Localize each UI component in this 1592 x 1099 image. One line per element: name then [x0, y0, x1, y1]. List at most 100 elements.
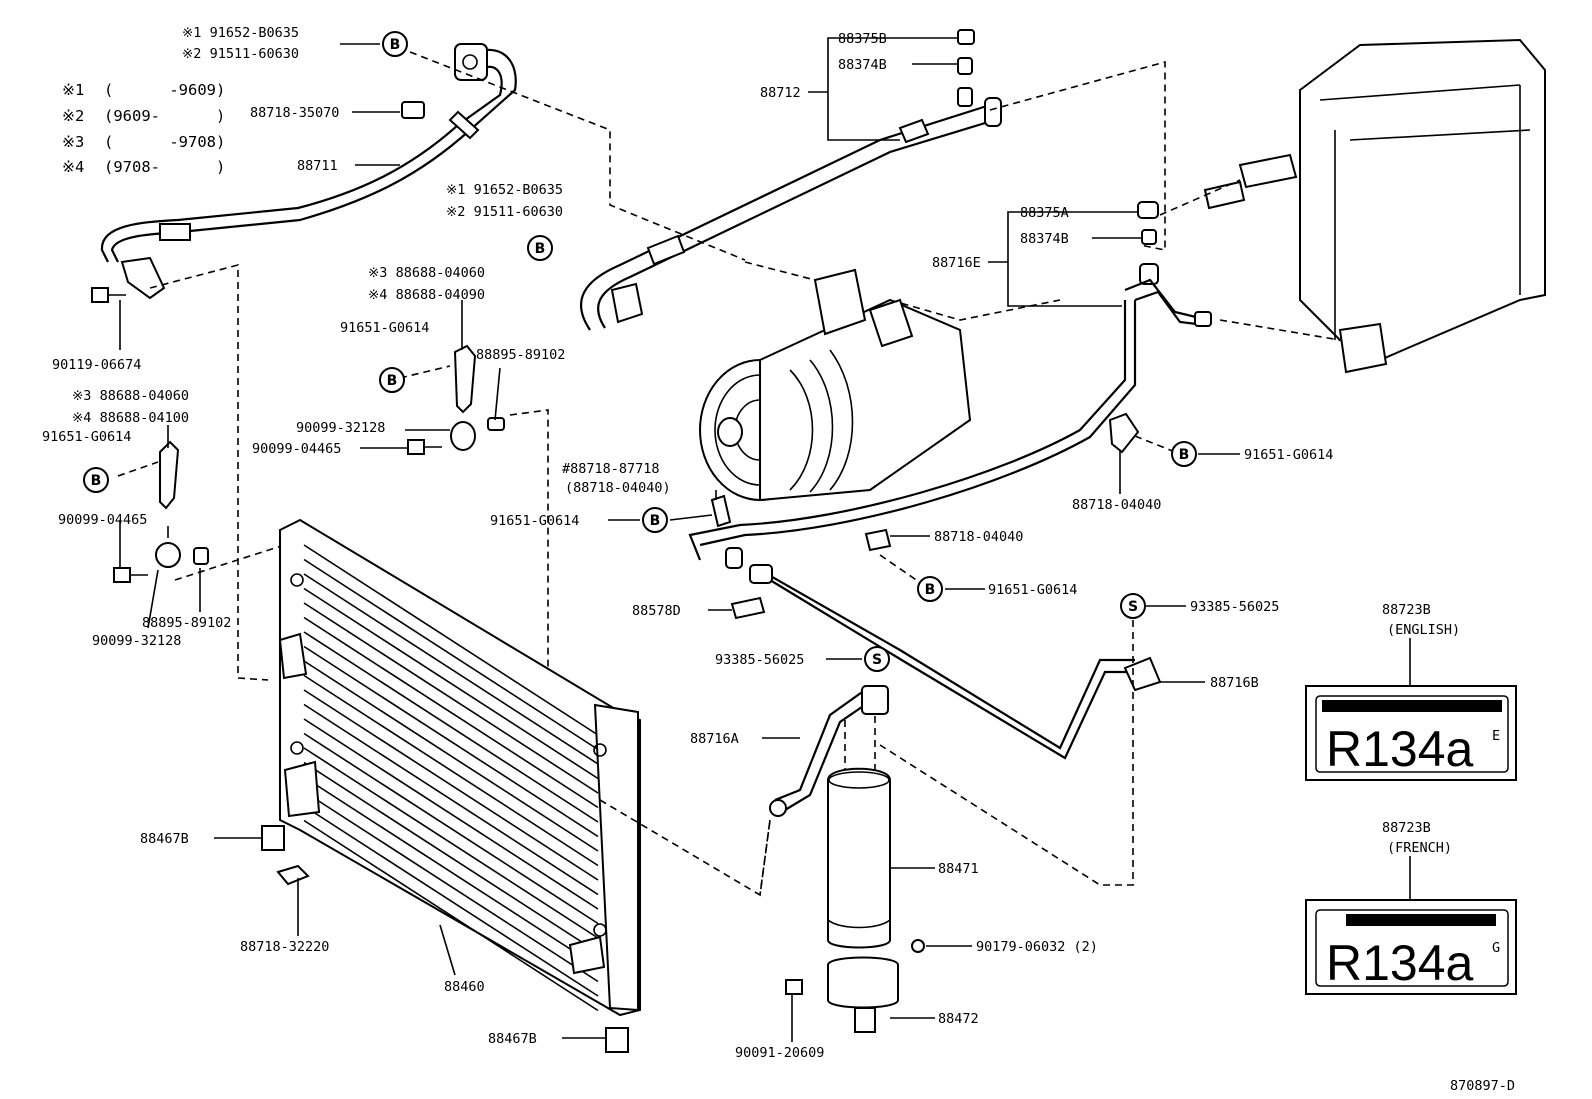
label-en-part: 88723B [1382, 602, 1431, 618]
label-bolt-g0614-e: 91651-G0614 [1244, 447, 1333, 463]
bolt-06674-drawing [91, 287, 126, 303]
label-hose-88711: 88711 [297, 158, 338, 174]
decal-english-suffix: E [1492, 728, 1500, 744]
svg-text:S: S [1128, 599, 1138, 615]
label-cushion-88467b-b: 88467B [488, 1031, 537, 1047]
label-top-left-1: ※1 91652-B0635 [182, 25, 299, 41]
tube-88716b-drawing [749, 564, 1162, 886]
badge-b-clamp-upper: B [1171, 441, 1197, 467]
label-screw-06032: 90179-06032 (2) [976, 939, 1098, 955]
label-valve-375b: 88375B [838, 31, 887, 47]
bracket-upper-drawing [117, 344, 601, 723]
label-bolt-g0614-d: 91651-G0614 [988, 582, 1077, 598]
badge-b-clamp-hash: B [642, 507, 668, 533]
label-bracket-upper-3: ※3 88688-04060 [368, 265, 485, 281]
badge-b-upper-bracket: B [379, 367, 405, 393]
dash-line [409, 51, 746, 261]
dash-line [149, 263, 269, 681]
compressor-drawing [699, 261, 1061, 502]
label-tube-88716a: 88716A [690, 731, 739, 747]
label-clamp-hash: #88718-87718 [562, 461, 660, 477]
label-fr-lang: (FRENCH) [1387, 840, 1452, 856]
label-en-lang: (ENGLISH) [1387, 622, 1460, 638]
svg-text:B: B [925, 582, 936, 598]
decal-french: R134a G [1305, 899, 1517, 995]
legend-mark-1: ※1 [62, 81, 84, 99]
label-pad-88578d: 88578D [632, 603, 681, 619]
hose-88712-drawing [579, 29, 1166, 331]
decal-english-text: R134a [1326, 721, 1474, 777]
pad-88578d-drawing [730, 596, 766, 620]
label-bracket-88472: 88472 [938, 1011, 979, 1027]
label-bolt-g0614-b: 91651-G0614 [42, 429, 131, 445]
legend: ※1 ( -9609) ※2 (9609- ) ※3 ( -9708) ※4 (… [62, 81, 225, 176]
drawing-number: 870897-D [1450, 1078, 1515, 1094]
legend-range-3: ( -9708) [104, 133, 225, 151]
label-cushion-88467b-a: 88467B [140, 831, 189, 847]
dash-line [1134, 435, 1176, 453]
leader-lines [119, 37, 1411, 1042]
legend-range-2: (9609- ) [104, 107, 225, 125]
badge-s-receiver: S [864, 646, 890, 672]
label-tube-88716e: 88716E [932, 255, 981, 271]
label-bolt-g0614-c: 91651-G0614 [490, 513, 579, 529]
svg-text:B: B [390, 37, 401, 53]
label-clip-35070: 88718-35070 [250, 105, 339, 121]
hose-88711-drawing [100, 43, 517, 300]
label-clamp-04040-b: 88718-04040 [934, 529, 1023, 545]
label-bracket-upper-4: ※4 88688-04090 [368, 287, 485, 303]
svg-text:B: B [91, 473, 102, 489]
label-bracket-lower-3: ※3 88688-04060 [72, 388, 189, 404]
label-top-left-2: ※2 91511-60630 [182, 46, 299, 62]
badge-s-right: S [1120, 593, 1146, 619]
label-hose-88712: 88712 [760, 85, 801, 101]
label-bracket-lower-4: ※4 88688-04100 [72, 410, 189, 426]
label-receiver-88471: 88471 [938, 861, 979, 877]
label-tube-88716b: 88716B [1210, 675, 1259, 691]
label-bolt-04465-b: 90099-04465 [58, 512, 147, 528]
tube-88716e-drawing [688, 201, 1212, 569]
legend-range-4: (9708- ) [104, 158, 225, 176]
legend-mark-4: ※4 [62, 158, 84, 176]
bracket-lower-drawing [113, 440, 209, 583]
label-oring-56025-b: 93385-56025 [715, 652, 804, 668]
condenser-88460-drawing [278, 518, 771, 1017]
clamp-04040-upper-drawing [1108, 412, 1140, 454]
svg-text:S: S [872, 652, 882, 668]
svg-text:B: B [650, 513, 661, 529]
cushion-88467b-b-drawing [605, 1027, 629, 1053]
label-bolt-g0614-a: 91651-G0614 [340, 320, 429, 336]
label-pin-89102-b: 88895-89102 [142, 615, 231, 631]
badge-b-top-left: B [382, 31, 408, 57]
label-valve-374b-2: 88374B [1020, 231, 1069, 247]
legend-mark-3: ※3 [62, 133, 84, 151]
clamp-32220-drawing [276, 864, 310, 886]
label-valve-374b: 88374B [838, 57, 887, 73]
svg-text:B: B [535, 241, 546, 257]
svg-text:B: B [387, 373, 398, 389]
badge-b-lower-bracket: B [83, 467, 109, 493]
clip-35070-drawing [401, 101, 425, 119]
label-mid-2: ※2 91511-60630 [446, 204, 563, 220]
evaporator-drawing [1159, 38, 1546, 374]
label-oring-56025-a: 93385-56025 [1190, 599, 1279, 615]
label-pin-89102-a: 88895-89102 [476, 347, 565, 363]
label-bolt-04465-a: 90099-04465 [252, 441, 341, 457]
label-clamp-paren: (88718-04040) [565, 480, 671, 496]
decal-french-suffix: G [1492, 940, 1500, 956]
decal-french-text: R134a [1326, 935, 1474, 991]
label-clamp-32220: 88718-32220 [240, 939, 329, 955]
clamp-hash-drawing [710, 494, 732, 528]
decal-english: R134a E [1305, 685, 1517, 781]
label-fr-part: 88723B [1382, 820, 1431, 836]
svg-text:B: B [1179, 447, 1190, 463]
label-bolt-20609: 90091-20609 [735, 1045, 824, 1061]
label-clamp-04040-a: 88718-04040 [1072, 497, 1161, 513]
cushion-88467b-a-drawing [261, 825, 285, 851]
clamp-04040-lower-drawing [864, 528, 892, 552]
label-cushion-32128-b: 90099-32128 [92, 633, 181, 649]
label-bolt-06674: 90119-06674 [52, 357, 141, 373]
label-mid-1: ※1 91652-B0635 [446, 182, 563, 198]
